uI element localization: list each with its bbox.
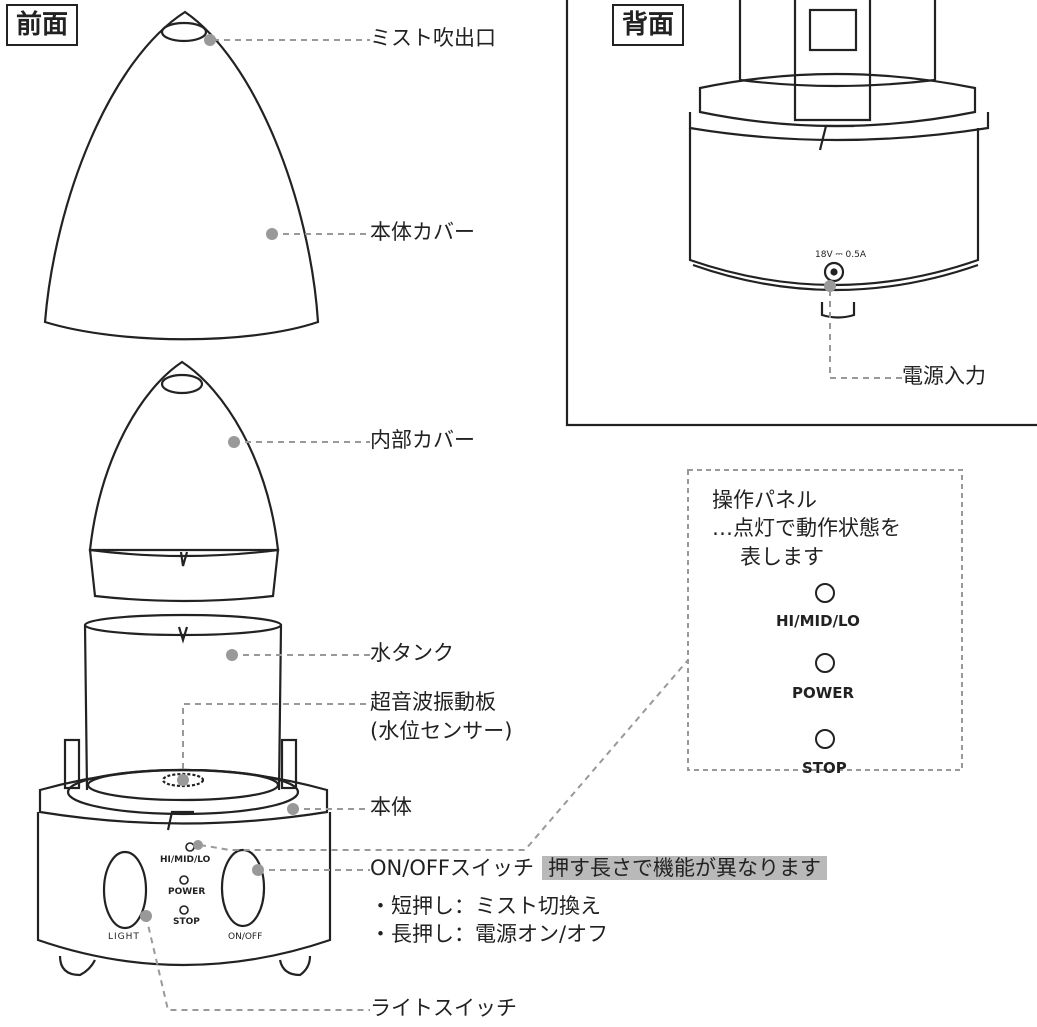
rating-text: 18V ⎓ 0.5A xyxy=(815,250,866,260)
panel-led-stop: STOP xyxy=(802,759,847,777)
power-input-label: 電源入力 xyxy=(902,364,986,388)
water-tank-top xyxy=(83,613,283,637)
panel-desc-line1: …点灯で動作状態を xyxy=(712,516,901,540)
front-view-tag: 前面 xyxy=(6,4,79,46)
body-cover-shape xyxy=(43,10,320,341)
panel-led-hi-mid-lo: HI/MID/LO xyxy=(776,612,860,630)
body-cover-label: 本体カバー xyxy=(370,220,475,244)
inner-cover-label: 内部カバー xyxy=(370,428,475,452)
light-switch-label: ライトスイッチ xyxy=(370,996,517,1020)
device-light: LIGHT xyxy=(108,932,140,942)
water-tank-label: 水タンク xyxy=(370,641,454,665)
panel-title: 操作パネル xyxy=(712,488,817,512)
vibrator-label: 超音波振動板 xyxy=(370,690,496,714)
light-switch-shape xyxy=(102,850,148,930)
back-view-tag: 背面 xyxy=(612,4,685,46)
panel-callout-box xyxy=(687,469,963,771)
power-jack xyxy=(823,261,845,283)
back-view-frame xyxy=(565,0,1037,427)
device-hi-mid-lo: HI/MID/LO xyxy=(160,855,211,865)
onoff-switch-label: ON/OFFスイッチ押す長さで機能が異なります xyxy=(370,856,828,881)
onoff-switch-shape xyxy=(220,848,266,928)
back-upper-shape xyxy=(738,0,937,88)
vibrator-sublabel: (水位センサー) xyxy=(370,719,513,743)
device-onoff: ON/OFF xyxy=(228,932,263,942)
inner-cover-shape xyxy=(88,360,280,552)
body-label: 本体 xyxy=(370,795,412,819)
water-tank-shape xyxy=(83,624,283,791)
panel-led-power: POWER xyxy=(792,684,855,702)
onoff-note: 押す長さで機能が異なります xyxy=(542,856,828,880)
short-press-label: ・短押し：ミスト切換え xyxy=(370,894,601,918)
mist-outlet-hole xyxy=(160,21,208,43)
mist-outlet-label: ミスト吹出口 xyxy=(370,26,496,50)
device-stop: STOP xyxy=(173,917,200,927)
onoff-switch-title: ON/OFFスイッチ xyxy=(370,856,535,880)
device-power: POWER xyxy=(168,887,206,897)
panel-desc-line2: 表します xyxy=(740,545,824,569)
body-shape xyxy=(36,812,332,967)
long-press-label: ・長押し：電源オン/オフ xyxy=(370,922,609,946)
